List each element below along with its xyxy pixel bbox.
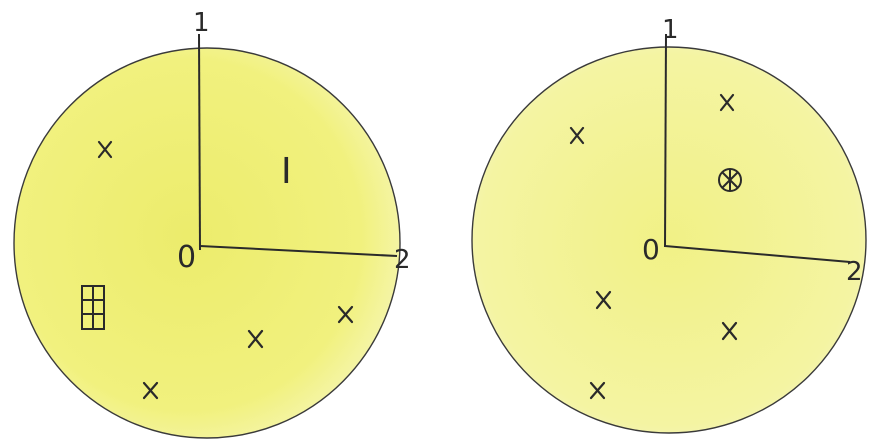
plate-left-origin-label: 0 [177,240,196,275]
plate-left-axis-label-vertical: 1 [193,8,210,38]
plate-right: 1 2 0 [472,15,866,433]
plate-right-disc [472,47,866,433]
plate-left-disc [14,48,400,438]
plate-right-origin-label: 0 [642,233,660,266]
plate-left-vertical-axis [199,34,200,250]
plate-right-axis-label-vertical: 1 [662,15,679,45]
plate-left-region-label: I [281,151,292,192]
plate-right-vertical-axis [665,34,666,247]
plate-left: 1 2 0 I [14,8,411,438]
plate-left-axis-label-horizontal: 2 [394,245,411,275]
plate-right-axis-label-horizontal: 2 [846,257,863,287]
